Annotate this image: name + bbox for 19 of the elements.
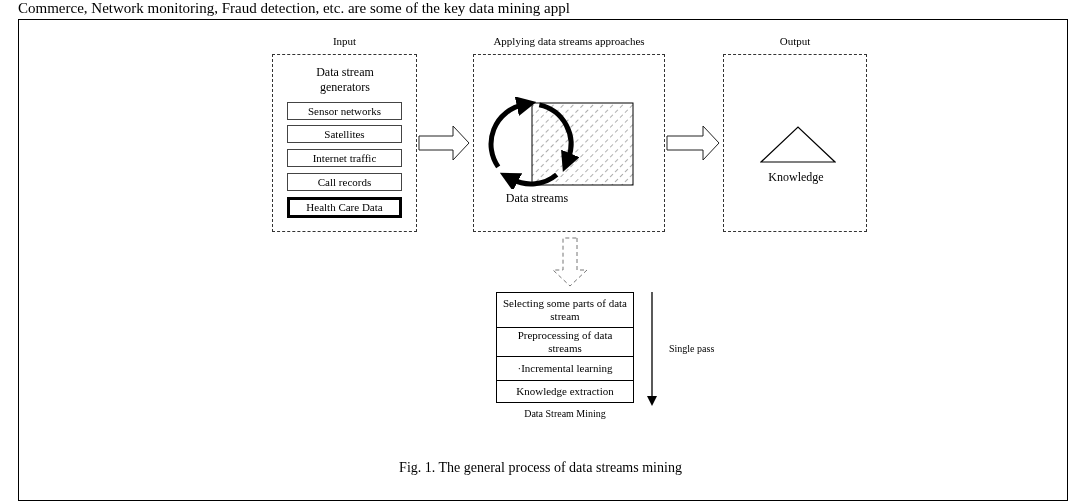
body-text: Commerce, Network monitoring, Fraud detection, etc. are some of the key data mining appl [18,0,570,17]
block-arrow [418,125,470,161]
source-box: Satellites [287,125,402,143]
panel-heading: Input [331,34,358,48]
panel-text: Data streams [504,191,570,206]
panel-text: Knowledge [767,170,825,185]
source-box: Health Care Data [287,197,402,218]
table-row: Preprocessing of data streams [497,328,633,357]
block-arrow [666,125,720,161]
source-box: Call records [287,173,402,191]
panel-text: Data stream generators [315,65,375,95]
table-caption: Data Stream Mining [523,407,607,420]
panel-heading: Applying data streams approaches [492,34,646,48]
source-box: Internet traffic [287,149,402,167]
figure-caption: Fig. 1. The general process of data streams mining [398,459,683,477]
source-box: Sensor networks [287,102,402,120]
block-arrow [552,237,588,287]
panel-heading: Output [778,34,812,48]
annotation-label: Single pass [669,342,715,355]
